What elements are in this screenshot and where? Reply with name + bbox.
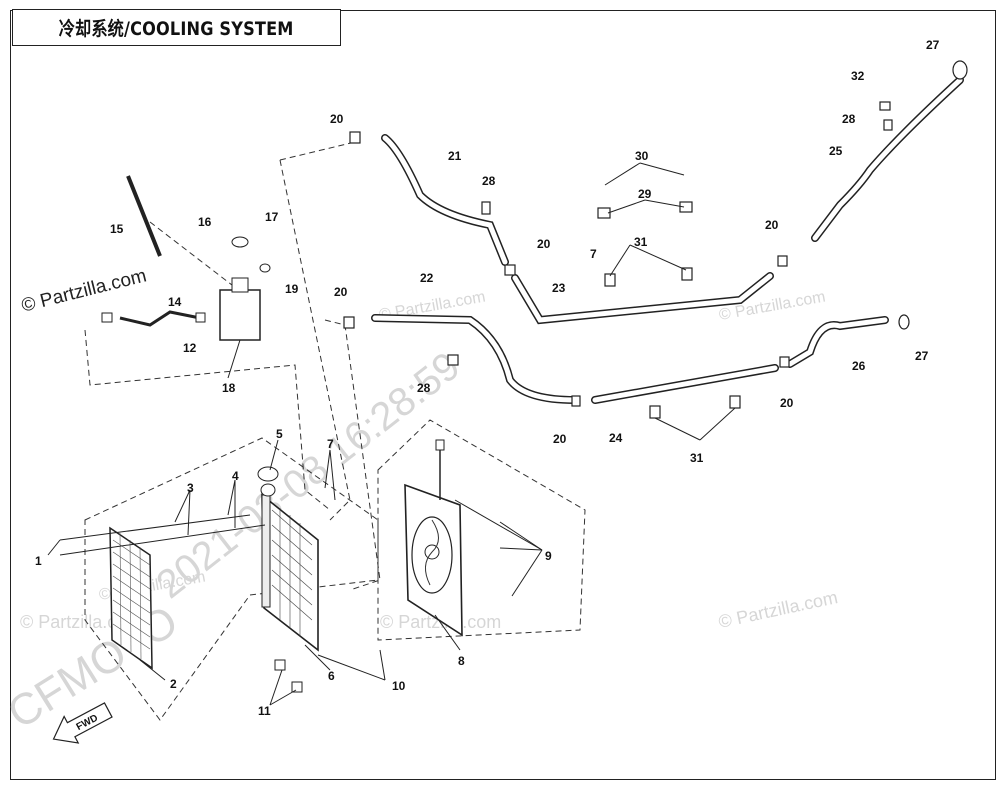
callout-14: 14 (168, 295, 182, 309)
callout-20-c: 20 (537, 237, 551, 251)
callout-1: 1 (35, 554, 42, 568)
leader-lines (47, 162, 736, 706)
clamps (343, 60, 968, 419)
callout-20-d: 20 (553, 432, 567, 446)
callout-20-f: 20 (780, 396, 794, 410)
callout-20-b: 20 (334, 285, 348, 299)
callout-19: 19 (285, 282, 299, 296)
callout-20-e: 20 (765, 218, 779, 232)
callout-9: 9 (545, 549, 552, 563)
coolant-reservoir (101, 175, 271, 341)
callout-27-top: 27 (926, 38, 940, 52)
fan-group-outline (377, 419, 586, 641)
callouts: 1 2 3 4 5 6 7 7 8 9 10 11 12 14 15 16 17… (35, 38, 940, 718)
callout-2: 2 (170, 677, 177, 691)
callout-26: 26 (852, 359, 866, 373)
callout-5: 5 (276, 427, 283, 441)
callout-16: 16 (198, 215, 212, 229)
hose-path-a (279, 159, 351, 521)
hoses (371, 76, 964, 404)
fan-assembly (404, 439, 463, 637)
callout-23: 23 (552, 281, 566, 295)
callout-4: 4 (232, 469, 239, 483)
hose-path-b (324, 319, 381, 591)
callout-21: 21 (448, 149, 462, 163)
callout-15: 15 (110, 222, 124, 236)
callout-8: 8 (458, 654, 465, 668)
tank-to-radiator (84, 329, 331, 511)
callout-12: 12 (183, 341, 197, 355)
callout-28-a: 28 (482, 174, 496, 188)
callout-18: 18 (222, 381, 236, 395)
page-title: 冷却系统/COOLING SYSTEM (59, 18, 294, 40)
callout-31-lower: 31 (690, 451, 704, 465)
callout-31-upper: 31 (634, 235, 648, 249)
radiator-core (257, 466, 319, 693)
callout-20-a: 20 (330, 112, 344, 126)
callout-28-b: 28 (417, 381, 431, 395)
callout-28-c: 28 (842, 112, 856, 126)
callout-22: 22 (420, 271, 434, 285)
callout-7-lower: 7 (327, 437, 334, 451)
callout-6: 6 (328, 669, 335, 683)
radiator-grille (109, 526, 153, 670)
watermark-site-5: © Partzilla.com (718, 288, 827, 323)
callout-27-bottom: 27 (915, 349, 929, 363)
watermark-site-3: © Partzilla.com (717, 587, 840, 632)
callout-30: 30 (635, 149, 649, 163)
callout-29: 29 (638, 187, 652, 201)
callout-7-upper: 7 (590, 247, 597, 261)
diagram-frame (10, 10, 996, 780)
callout-17: 17 (265, 210, 279, 224)
tube-15-leader (149, 221, 246, 296)
callout-10: 10 (392, 679, 406, 693)
title-box: 冷却系统/COOLING SYSTEM (12, 9, 341, 46)
callout-32: 32 (851, 69, 865, 83)
callout-11: 11 (258, 704, 271, 718)
callout-24: 24 (609, 431, 623, 445)
callout-3: 3 (187, 481, 194, 495)
leader-20-top (279, 141, 356, 161)
callout-25: 25 (829, 144, 843, 158)
